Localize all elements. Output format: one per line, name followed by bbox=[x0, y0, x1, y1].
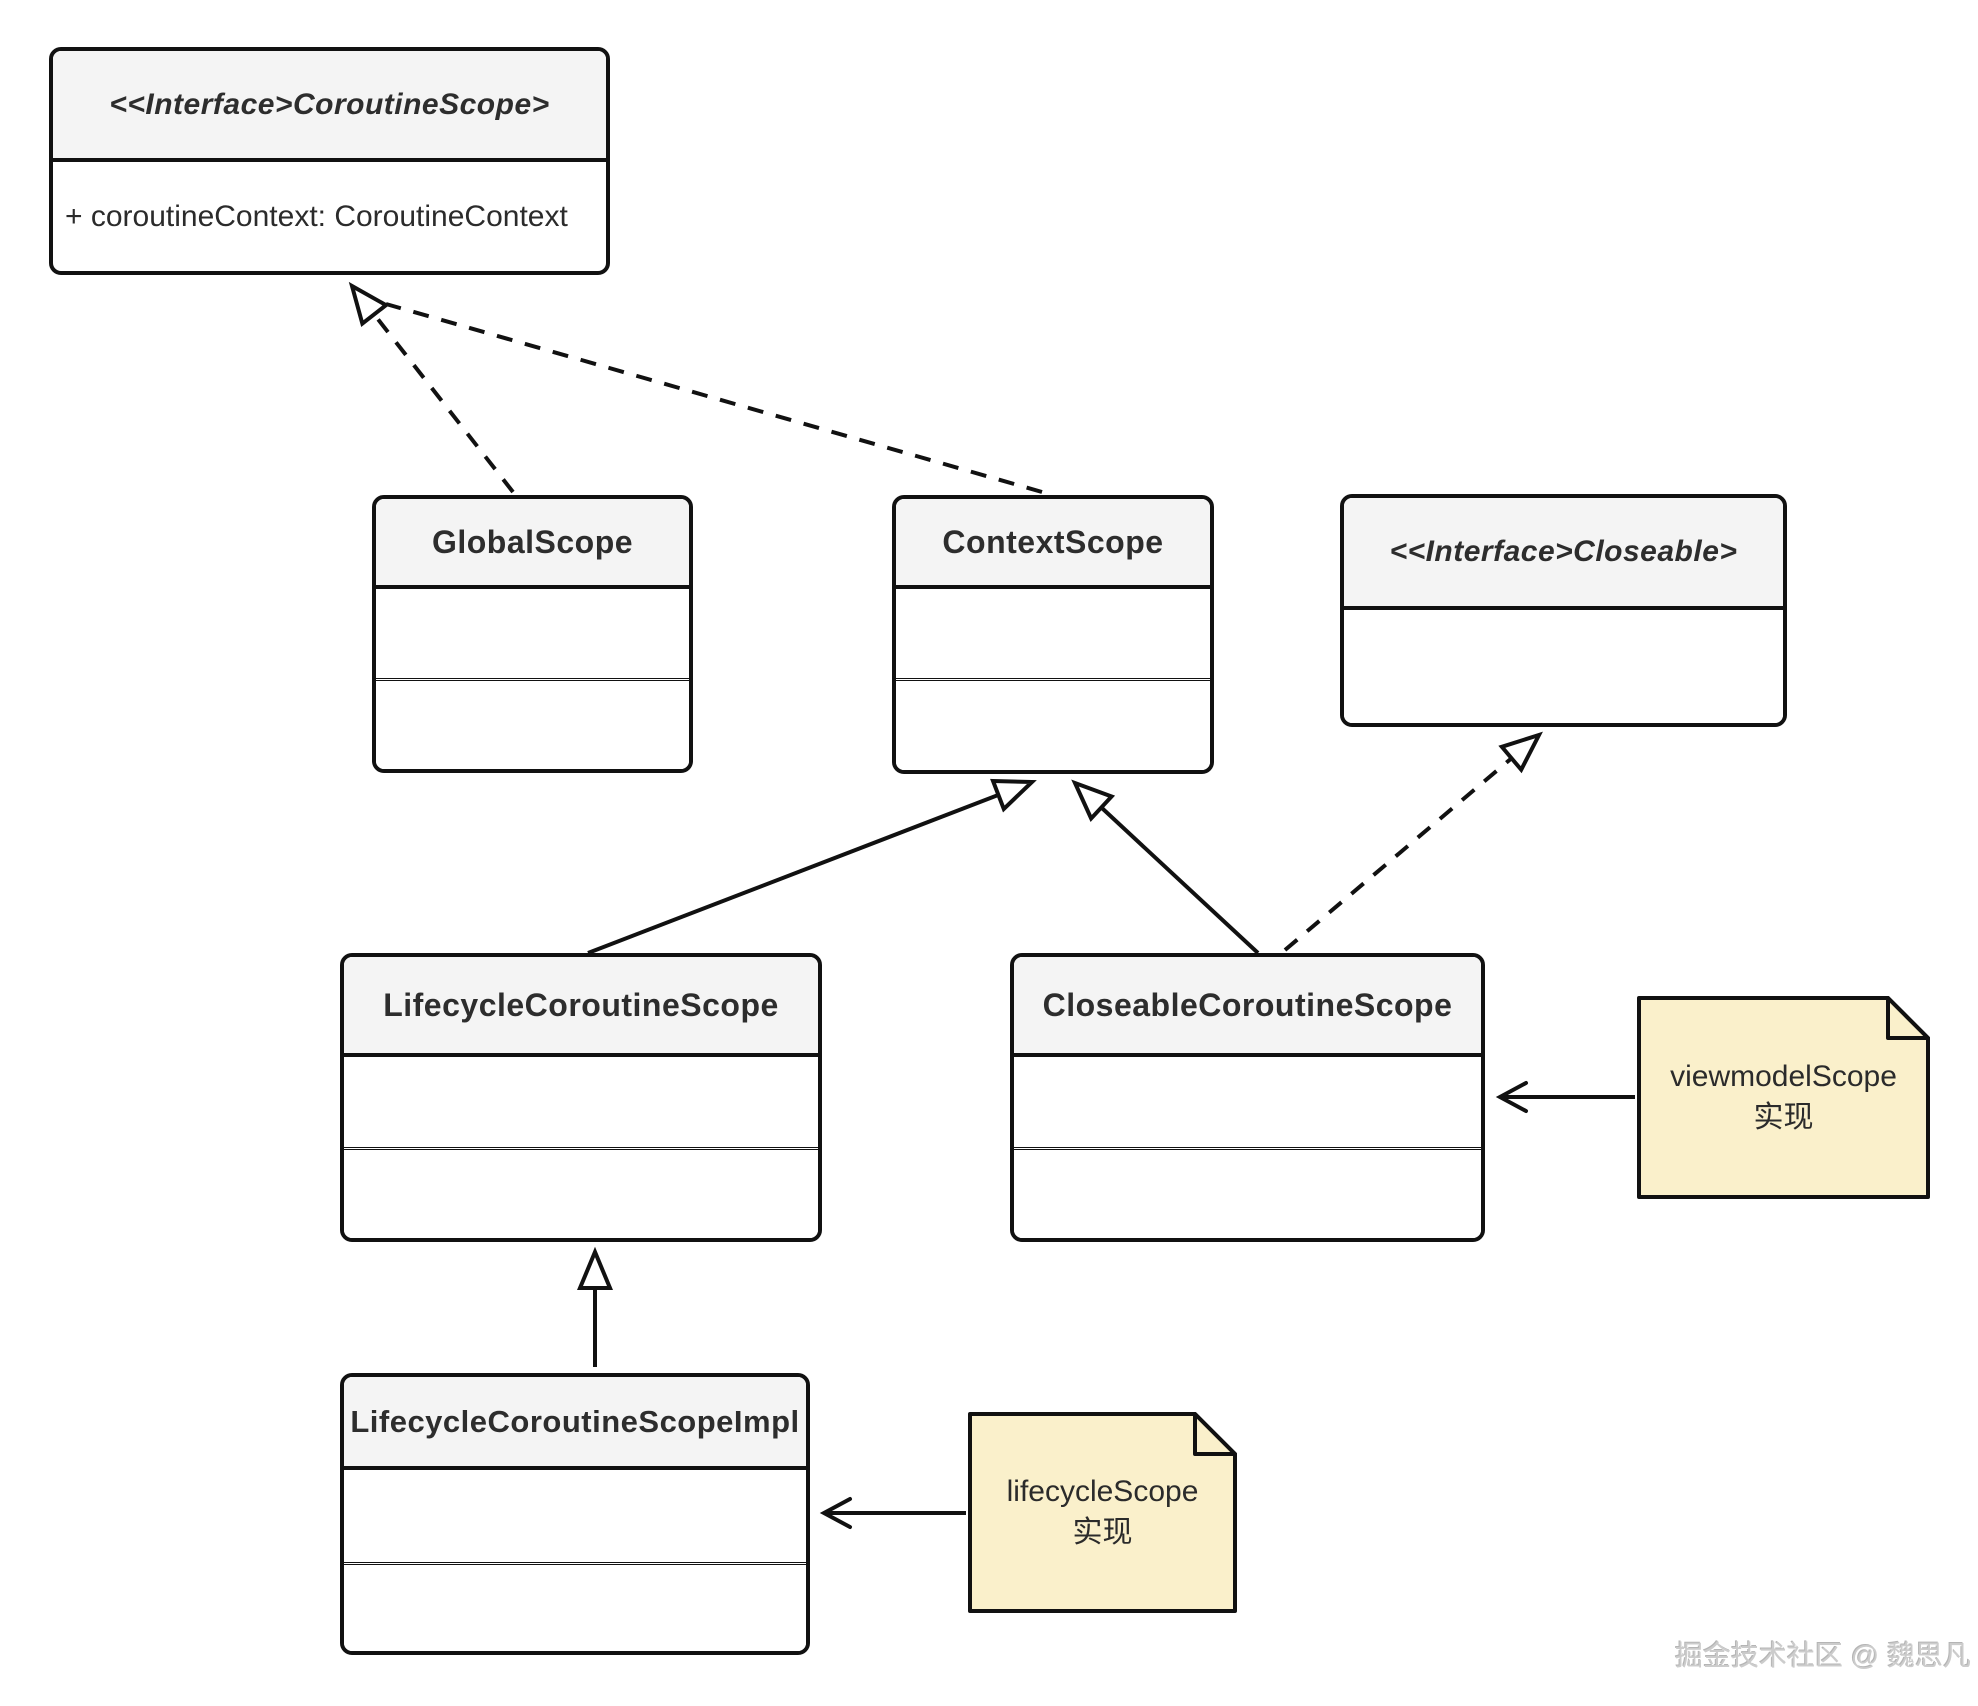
class-title-contextscope: ContextScope bbox=[942, 523, 1164, 560]
class-box-coroutinescope: <<Interface>CoroutineScope> + coroutineC… bbox=[49, 47, 610, 275]
note-lifecyclescope-line2: 实现 bbox=[1072, 1515, 1133, 1549]
note-viewmodelscope: viewmodelScope 实现 bbox=[1637, 996, 1930, 1199]
class-header-lifecyclecoroutinescopeimpl: LifecycleCoroutineScopeImpl bbox=[344, 1377, 806, 1470]
edge-closeablecoroutinescope-extends-contextscope bbox=[1071, 779, 1260, 955]
class-box-lifecyclecoroutinescope: LifecycleCoroutineScope bbox=[340, 953, 822, 1242]
edge-lifecyclecoroutinescope-extends-contextscope bbox=[587, 778, 1037, 955]
class-header-closeable-interface: <<Interface>Closeable> bbox=[1344, 498, 1783, 610]
class-box-closeable-interface: <<Interface>Closeable> bbox=[1340, 494, 1787, 727]
class-box-closeablecoroutinescope: CloseableCoroutineScope bbox=[1010, 953, 1485, 1242]
class-title-closeable-interface: <<Interface>Closeable> bbox=[1389, 535, 1738, 568]
edge-closeablecoroutinescope-implements-closeable bbox=[1283, 731, 1543, 952]
note-fold-corner bbox=[1886, 996, 1930, 1040]
contextscope-fields-compartment bbox=[896, 589, 1210, 678]
note-shape-viewmodelscope bbox=[1637, 996, 1930, 1199]
note-viewmodelscope-line1: viewmodelScope bbox=[1670, 1060, 1897, 1093]
contextscope-methods-compartment bbox=[896, 678, 1210, 770]
globalscope-fields-compartment bbox=[376, 589, 689, 678]
class-header-globalscope: GlobalScope bbox=[376, 499, 689, 589]
lifecyclecoroutinescope-fields-compartment bbox=[344, 1057, 818, 1147]
edge-contextscope-implements-coroutinescope bbox=[385, 302, 1043, 494]
closeablecoroutinescope-fields-compartment bbox=[1014, 1057, 1481, 1147]
note-text-viewmodelscope: viewmodelScope 实现 bbox=[1637, 996, 1930, 1199]
attribute-coroutinecontext: + coroutineContext: CoroutineContext bbox=[65, 199, 568, 233]
note-fold-corner bbox=[1193, 1412, 1237, 1456]
class-title-closeablecoroutinescope: CloseableCoroutineScope bbox=[1042, 986, 1453, 1023]
note-text-lifecyclescope: lifecycleScope 实现 bbox=[968, 1412, 1237, 1613]
note-lifecyclescope-line1: lifecycleScope bbox=[1006, 1475, 1199, 1508]
class-box-contextscope: ContextScope bbox=[892, 495, 1214, 774]
class-title-lifecyclecoroutinescope: LifecycleCoroutineScope bbox=[383, 986, 779, 1023]
class-box-lifecyclecoroutinescopeimpl: LifecycleCoroutineScopeImpl bbox=[340, 1373, 810, 1655]
class-title-globalscope: GlobalScope bbox=[431, 523, 634, 560]
class-header-contextscope: ContextScope bbox=[896, 499, 1210, 589]
class-header-closeablecoroutinescope: CloseableCoroutineScope bbox=[1014, 957, 1481, 1057]
lifecyclecoroutinescopeimpl-methods-compartment bbox=[344, 1562, 806, 1651]
watermark: 掘金技术社区 @ 魏思凡 bbox=[1675, 1640, 1971, 1671]
class-box-globalscope: GlobalScope bbox=[372, 495, 693, 773]
lifecyclecoroutinescopeimpl-fields-compartment bbox=[344, 1470, 806, 1562]
edge-globalscope-implements-coroutinescope bbox=[348, 281, 515, 494]
closeablecoroutinescope-methods-compartment bbox=[1014, 1147, 1481, 1238]
note-lifecyclescope: lifecycleScope 实现 bbox=[968, 1412, 1237, 1613]
class-header-lifecyclecoroutinescope: LifecycleCoroutineScope bbox=[344, 957, 818, 1057]
closeable-interface-body-compartment bbox=[1344, 610, 1783, 723]
class-header-coroutinescope: <<Interface>CoroutineScope> bbox=[53, 51, 606, 162]
globalscope-methods-compartment bbox=[376, 678, 689, 769]
note-shape-lifecyclescope bbox=[968, 1412, 1237, 1613]
class-title-coroutinescope: <<Interface>CoroutineScope> bbox=[109, 87, 550, 121]
note-viewmodelscope-line2: 实现 bbox=[1753, 1100, 1814, 1134]
class-title-lifecyclecoroutinescopeimpl: LifecycleCoroutineScopeImpl bbox=[350, 1403, 800, 1439]
lifecyclecoroutinescope-methods-compartment bbox=[344, 1147, 818, 1238]
